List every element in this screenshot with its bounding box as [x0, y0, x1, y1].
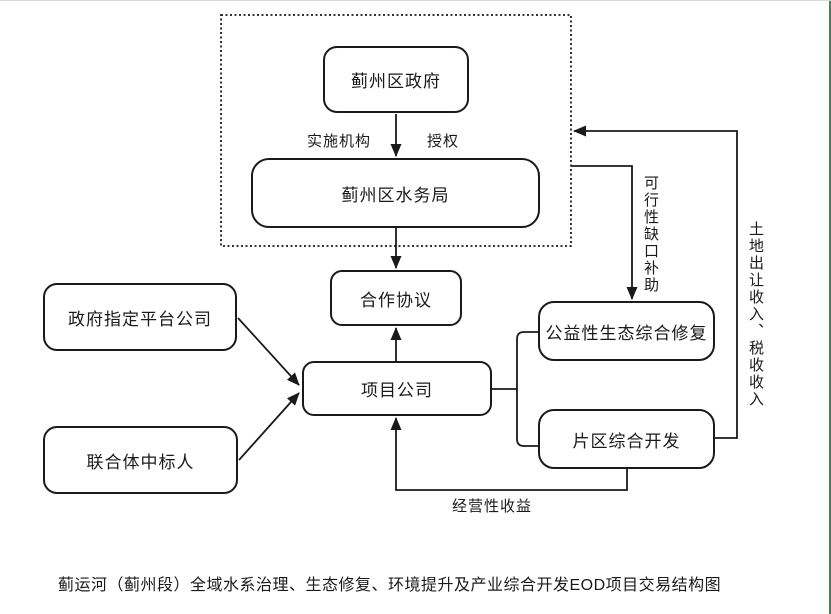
- diagram-caption: 蓟运河（蓟州段）全域水系治理、生态修复、环境提升及产业综合开发EOD项目交易结构…: [58, 577, 722, 594]
- edge-label-operating-revenue: 经营性收益: [452, 498, 533, 515]
- window-right-border: [829, 1, 831, 614]
- node-ecological-restoration-label: 公益性生态综合修复: [545, 323, 708, 343]
- node-consortium-bidder: 联合体中标人: [43, 426, 238, 494]
- node-platform-company-label: 政府指定平台公司: [68, 309, 212, 329]
- node-ecological-restoration: 公益性生态综合修复: [538, 301, 715, 361]
- edge-label-authorization: 授权: [427, 133, 460, 150]
- node-water-bureau: 蓟州区水务局: [251, 158, 540, 228]
- node-district-development-label: 片区综合开发: [572, 431, 681, 451]
- node-government-label: 蓟州区政府: [351, 72, 441, 91]
- node-cooperation-agreement: 合作协议: [330, 270, 462, 326]
- arrow-platform-to-project-company: [237, 317, 300, 386]
- node-platform-company: 政府指定平台公司: [43, 283, 237, 351]
- node-water-bureau-label: 蓟州区水务局: [341, 185, 450, 205]
- node-project-company: 项目公司: [302, 361, 492, 416]
- node-district-development: 片区综合开发: [538, 409, 715, 469]
- arrow-gap-subsidy: [571, 165, 638, 300]
- node-consortium-bidder-label: 联合体中标人: [86, 452, 195, 472]
- node-project-company-label: 项目公司: [361, 381, 433, 400]
- edge-label-feasibility-gap-subsidy: 可行性缺口补助: [642, 175, 659, 294]
- arrow-consortium-to-project-company: [238, 392, 300, 461]
- node-government: 蓟州区政府: [323, 46, 469, 113]
- edge-label-land-tax-revenue: 土地出让收入、税收收入: [747, 221, 764, 408]
- bracket-project-to-businesses: [492, 331, 538, 447]
- edge-label-implementing-agency: 实施机构: [307, 133, 372, 150]
- node-cooperation-agreement-label: 合作协议: [360, 290, 432, 310]
